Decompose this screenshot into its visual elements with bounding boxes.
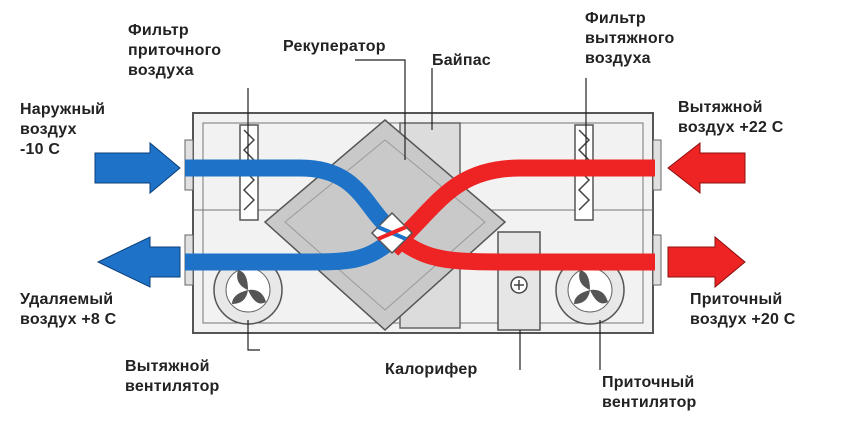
- label-exhaust-air-in: Вытяжной воздух +22 С: [678, 99, 784, 136]
- label-exhaust-fan: Вытяжной вентилятор: [125, 358, 220, 395]
- cross-point: [370, 211, 414, 255]
- supply-air-flow: [394, 233, 746, 289]
- label-bypass: Байпас: [432, 52, 491, 69]
- leader-lines: [247, 59, 601, 370]
- label-recuperator: Рекуператор: [283, 38, 386, 55]
- heater-unit: [497, 231, 541, 331]
- label-heater: Калорифер: [385, 361, 478, 378]
- label-filter-exhaust: Фильтр вытяжного воздуха: [585, 10, 675, 67]
- label-supply-air-out: Приточный воздух +20 С: [690, 291, 796, 328]
- removed-air-flow: [96, 233, 398, 288]
- label-filter-supply: Фильтр приточного воздуха: [128, 22, 222, 79]
- label-removed-air: Удаляемый воздух +8 С: [20, 291, 117, 328]
- warm-exhaust-flow: [385, 141, 746, 256]
- label-supply-fan: Приточный вентилятор: [602, 374, 697, 411]
- label-outdoor-air: Наружный воздух -10 С: [20, 101, 106, 158]
- supply-fan: [555, 255, 625, 325]
